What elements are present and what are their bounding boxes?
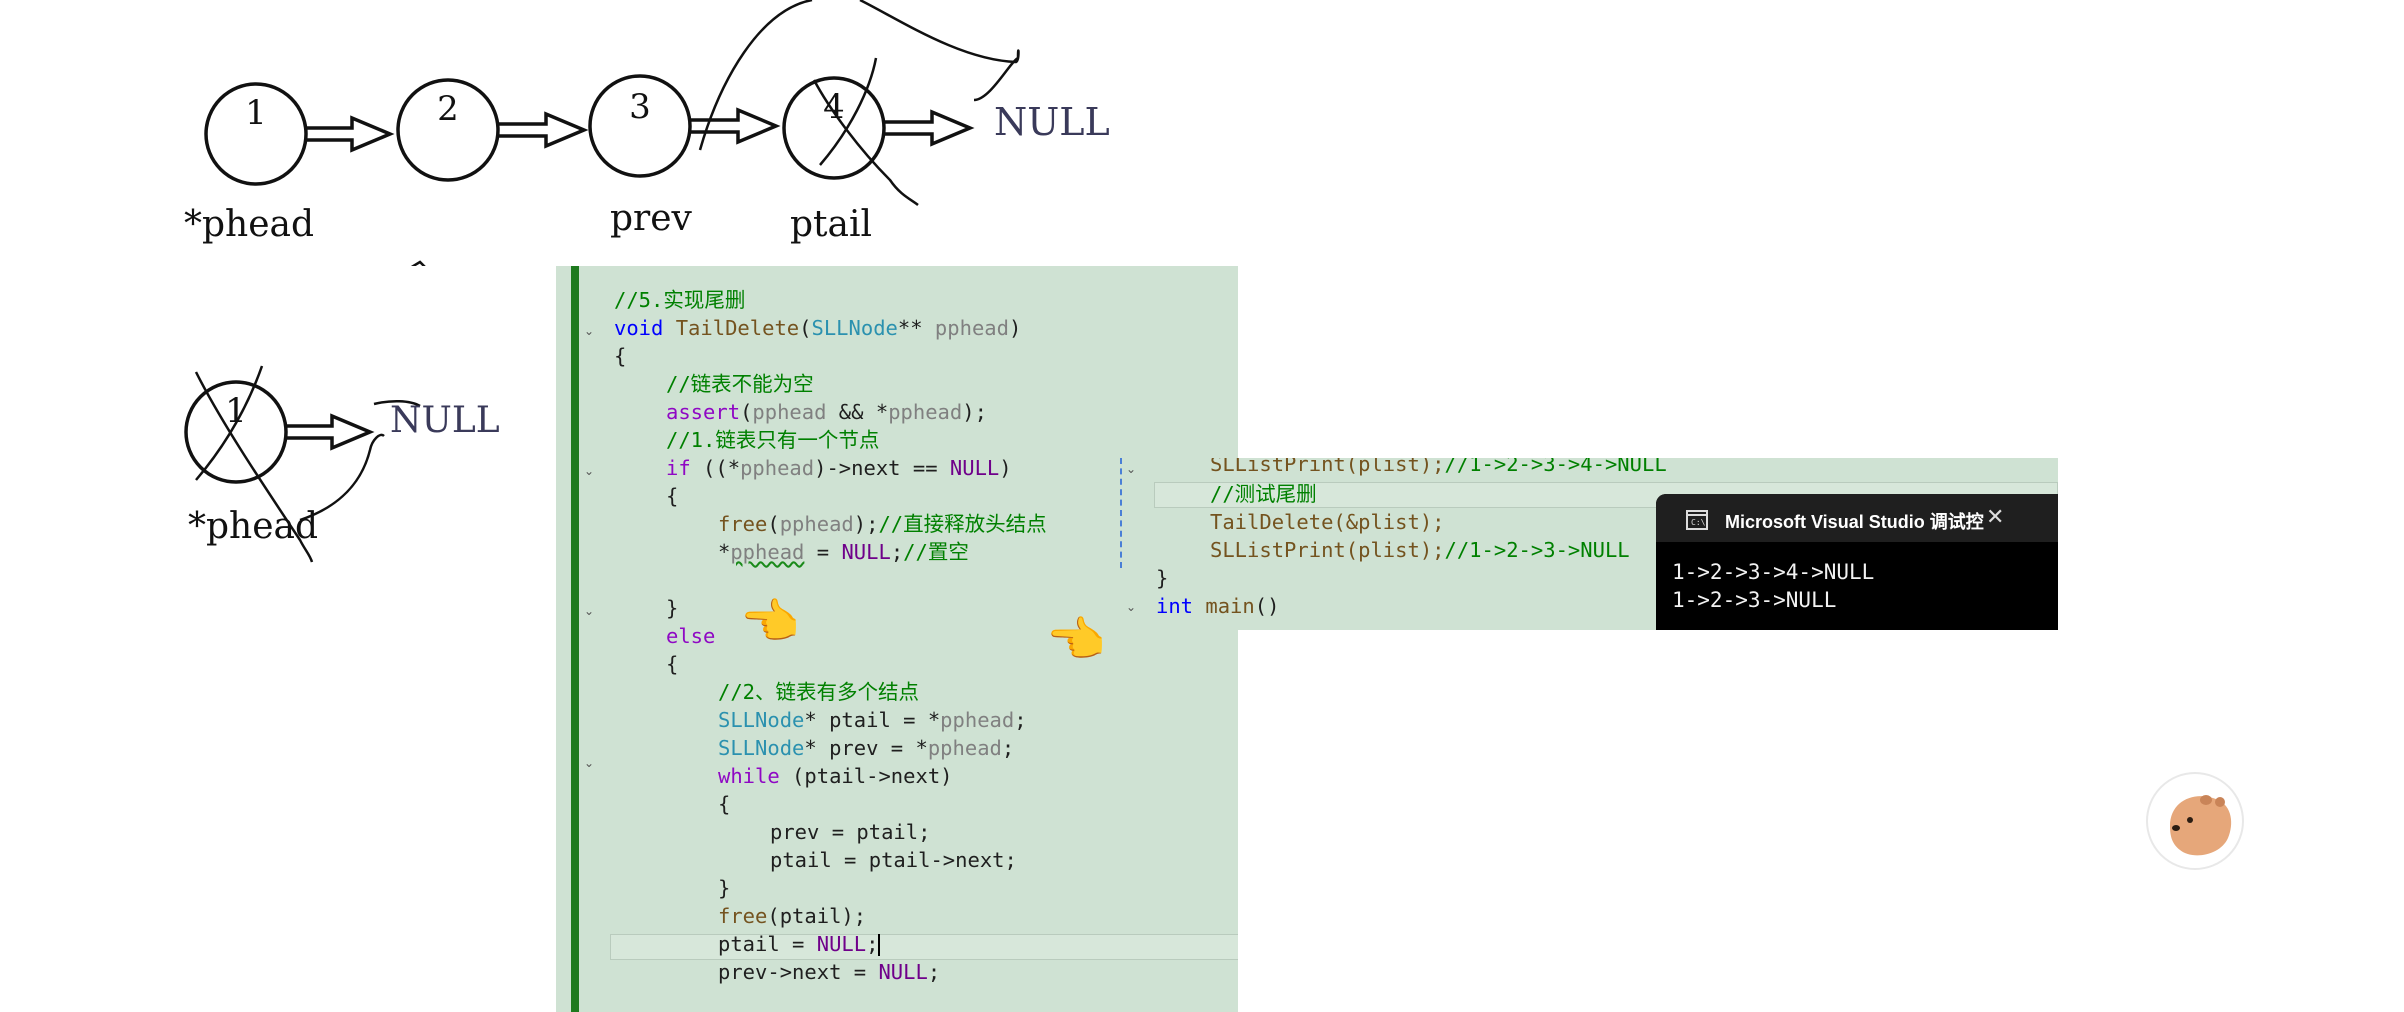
arrow-1-2 <box>306 118 390 150</box>
code-line: //测试尾删 <box>1210 480 1317 508</box>
code-line: else <box>666 622 715 650</box>
debug-console-window[interactable]: C:\ Microsoft Visual Studio 调试控 ✕ 1->2->… <box>1656 494 2058 630</box>
code-line: { <box>718 790 730 818</box>
node-4-value: 4 <box>823 87 845 127</box>
current-line-highlight <box>610 934 1238 960</box>
code-line: //2、链表有多个结点 <box>718 678 919 706</box>
single-node-value: 1 <box>225 391 247 431</box>
fold-toggle-icon[interactable]: ⌄ <box>1124 600 1138 614</box>
code-line: prev = ptail; <box>770 818 930 846</box>
code-line: void TailDelete(SLLNode** pphead) <box>614 314 1021 342</box>
code-line: TailDelete(&plist); <box>1210 508 1445 536</box>
code-line: { <box>614 342 626 370</box>
null-label-top: NULL <box>994 100 1110 144</box>
code-line: assert(pphead && *pphead); <box>666 398 987 426</box>
code-line: ptail = NULL; <box>718 930 880 958</box>
code-line: SLLNode* ptail = *pphead; <box>718 706 1027 734</box>
arrow-single-null <box>286 416 370 448</box>
code-line: SLListPrint(plist);//1->2->3->4->NULL <box>1210 458 1667 478</box>
code-line: { <box>666 482 678 510</box>
change-tracking-bar <box>571 266 579 1012</box>
console-title: Microsoft Visual Studio 调试控 <box>1725 508 1984 534</box>
prev-label: prev <box>610 198 692 239</box>
close-icon[interactable]: ✕ <box>1986 505 2004 530</box>
phead-label-bottom: *phead <box>188 506 318 547</box>
phead-label: *phead <box>184 204 314 245</box>
text-cursor <box>878 934 880 956</box>
console-output-line: 1->2->3->NULL <box>1672 586 1836 614</box>
fold-toggle-icon[interactable]: ⌄ <box>582 464 596 478</box>
linked-list-sketch: 1 2 3 4 <box>0 0 1100 266</box>
code-editor-main[interactable]: ⌄ ⌄ ⌄ ⌄ //5.实现尾删 void TailDelete(SLLNode… <box>556 266 1238 1012</box>
console-icon: C:\ <box>1686 510 1708 530</box>
code-line: int main() <box>1156 592 1279 620</box>
code-line: while (ptail->next) <box>718 762 953 790</box>
code-line: //1.链表只有一个节点 <box>666 426 879 454</box>
null-label-bottom: NULL <box>390 400 500 441</box>
code-line: } <box>1156 564 1168 592</box>
code-line: SLLNode* prev = *pphead; <box>718 734 1014 762</box>
node-2-value: 2 <box>437 89 459 129</box>
node-3-value: 3 <box>629 87 651 127</box>
ptail-label: ptail <box>790 204 872 245</box>
fold-toggle-icon[interactable]: ⌄ <box>582 604 596 618</box>
code-line: //链表不能为空 <box>666 370 814 398</box>
node-1-value: 1 <box>245 93 267 133</box>
code-line: prev->next = NULL; <box>718 958 940 986</box>
code-line: ptail = ptail->next; <box>770 846 1017 874</box>
fold-toggle-icon[interactable]: ⌄ <box>1124 462 1138 476</box>
fold-toggle-icon[interactable]: ⌄ <box>582 324 596 338</box>
code-line: free(pphead);//直接释放头结点 <box>718 510 1047 538</box>
arrow-2-3 <box>498 114 584 146</box>
code-line: } <box>666 594 678 622</box>
code-line: //5.实现尾删 <box>614 286 745 314</box>
pointing-hand-icon: 👈 <box>740 598 800 646</box>
capybara-avatar-icon[interactable] <box>2140 766 2250 876</box>
code-line: } <box>718 874 730 902</box>
code-line: if ((*pphead)->next == NULL) <box>666 454 1012 482</box>
svg-text:C:\: C:\ <box>1691 518 1706 527</box>
console-title-bar[interactable]: C:\ Microsoft Visual Studio 调试控 ✕ <box>1656 494 2058 542</box>
console-output-line: 1->2->3->4->NULL <box>1672 558 1874 586</box>
code-line: *pphead = NULL;//置空 <box>718 538 969 566</box>
code-line: free(ptail); <box>718 902 866 930</box>
arrow-4-null <box>884 112 970 144</box>
pointing-hand-icon: 👈 <box>1046 616 1106 664</box>
fold-toggle-icon[interactable]: ⌄ <box>582 756 596 770</box>
code-line: { <box>666 650 678 678</box>
code-line: SLListPrint(plist);//1->2->3->NULL <box>1210 536 1630 564</box>
